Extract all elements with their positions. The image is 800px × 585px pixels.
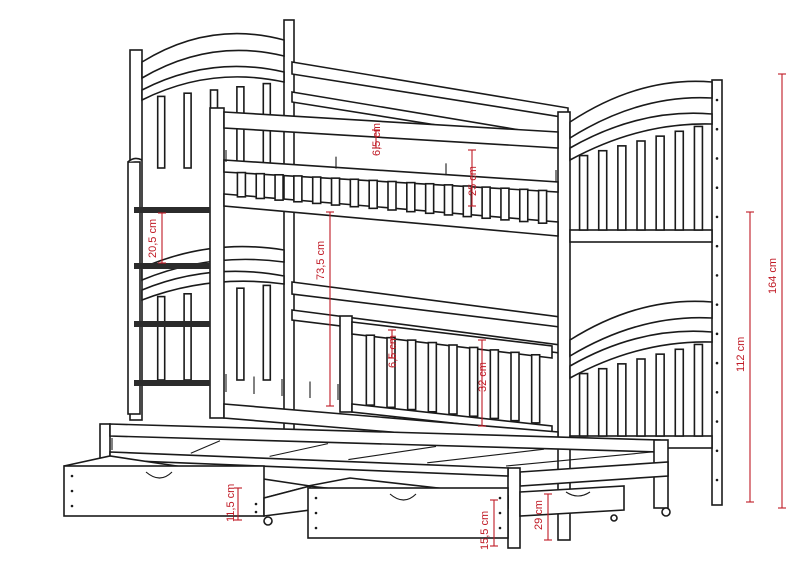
- slat: [365, 334, 376, 406]
- mattress-line: [348, 445, 437, 461]
- bolt-dot: [715, 244, 719, 248]
- dim-lower-rail-gap: 6,5 cm: [387, 335, 399, 368]
- bolt-dot: [254, 510, 258, 514]
- mattress-line: [269, 443, 329, 457]
- slat: [674, 130, 685, 231]
- slat: [183, 92, 192, 169]
- dim-top-rail-height: 25 cm: [467, 166, 479, 196]
- slat: [406, 339, 417, 411]
- trundle-bed: [99, 423, 671, 549]
- slat: [530, 353, 541, 424]
- slat: [510, 351, 520, 422]
- ladder: [127, 157, 210, 415]
- bolt-dot: [498, 511, 502, 515]
- drawer-right: [307, 477, 509, 539]
- dim-drawer-height: 11,5 cm: [225, 484, 237, 522]
- slat: [636, 140, 646, 231]
- dim-trundle-height: 29 cm: [533, 500, 545, 530]
- dim-ladder-step: 20,5 cm: [147, 219, 159, 258]
- slat: [693, 125, 704, 231]
- slat: [156, 295, 166, 381]
- slat: [368, 179, 378, 210]
- dim-trundle-clearance: 15,5 cm: [479, 511, 491, 550]
- slat: [236, 287, 245, 381]
- slat: [655, 135, 665, 231]
- slat: [427, 341, 438, 413]
- slat: [255, 172, 266, 200]
- slat: [386, 336, 396, 409]
- slat: [489, 349, 500, 420]
- slat: [597, 149, 608, 231]
- dim-top-rail-gap: 6,5 cm: [371, 123, 383, 156]
- slat: [578, 154, 589, 231]
- slat: [518, 188, 529, 223]
- bolt-dot: [715, 186, 719, 189]
- bolt-dot: [715, 361, 719, 365]
- drawer-left: [63, 455, 311, 526]
- slat: [387, 180, 397, 211]
- bolt-dot: [715, 274, 719, 277]
- bolt-dot: [715, 478, 719, 482]
- slat: [597, 367, 608, 437]
- slat: [537, 189, 548, 224]
- slat: [349, 178, 360, 208]
- slat: [655, 353, 665, 437]
- slat: [424, 182, 435, 215]
- bolt-dot: [715, 420, 719, 423]
- slat: [462, 185, 473, 218]
- slat: [617, 363, 627, 437]
- bolt-dot: [715, 332, 719, 336]
- mattress-line: [505, 451, 653, 467]
- slat: [262, 284, 272, 381]
- dimension-labels: 6,5 cm 25 cm 20,5 cm 73,5 cm 6,5 cm 32 c…: [147, 123, 779, 550]
- slat: [443, 184, 454, 216]
- mattress-line: [427, 448, 545, 464]
- dim-lower-clearance: 73,5 cm: [315, 241, 327, 280]
- bolt-dot: [70, 504, 74, 508]
- dim-total-height: 164 cm: [767, 258, 779, 294]
- dim-upper-bed-height: 112 cm: [735, 337, 747, 372]
- dim-lower-rail-height: 32 cm: [477, 362, 489, 392]
- bolt-dot: [715, 391, 719, 394]
- bolt-dot: [498, 526, 502, 530]
- slat: [674, 348, 685, 437]
- slat: [617, 145, 627, 231]
- slat: [636, 358, 646, 437]
- slat: [500, 187, 510, 221]
- bolt-dot: [314, 496, 318, 500]
- bolt-dot: [70, 474, 74, 478]
- slat: [236, 171, 247, 198]
- slat: [468, 346, 479, 418]
- bolt-dot: [715, 303, 719, 306]
- bolt-dot: [715, 157, 719, 160]
- bolt-dot: [314, 526, 318, 530]
- bolt-dot: [70, 489, 74, 493]
- upper-front-guard: [209, 107, 559, 419]
- mattress-line: [190, 440, 221, 454]
- slat: [330, 177, 341, 206]
- bolt-dot: [498, 496, 502, 500]
- slat: [448, 344, 458, 415]
- slat: [183, 292, 192, 381]
- bolt-dot: [314, 511, 318, 515]
- bolt-dot: [715, 127, 719, 131]
- bolt-dot: [715, 449, 719, 453]
- slat: [274, 173, 284, 201]
- slat: [311, 176, 322, 205]
- slat: [156, 95, 166, 169]
- bolt-dot: [715, 98, 719, 102]
- bolt-dot: [254, 502, 258, 506]
- bolt-dot: [715, 215, 719, 219]
- dimension-lines: [158, 73, 786, 547]
- slat: [293, 175, 303, 203]
- slat: [578, 372, 589, 437]
- slat: [481, 186, 491, 220]
- slat: [693, 343, 704, 437]
- slat: [406, 181, 416, 213]
